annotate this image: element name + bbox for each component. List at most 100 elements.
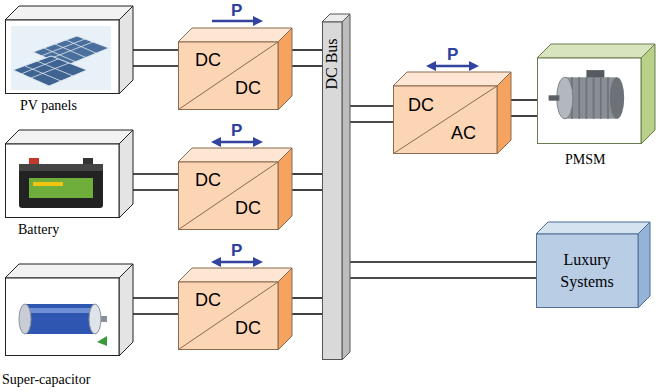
box-shape — [5, 6, 133, 94]
port-type: DC — [235, 78, 261, 98]
box-top-face — [5, 130, 133, 144]
box-front-face — [394, 86, 498, 154]
converter-divider — [179, 162, 279, 230]
box-top-face — [5, 6, 133, 20]
power-wire — [292, 174, 322, 190]
power-label: P — [447, 45, 458, 64]
battery-box: Battery — [5, 130, 133, 218]
text-slot: DC — [195, 50, 221, 71]
arrow-head — [426, 61, 436, 71]
wire-line — [133, 65, 178, 67]
text-slot: DC — [195, 290, 221, 311]
box-front-face — [179, 42, 279, 110]
box-front-face — [6, 144, 120, 218]
dc-ac-inverter: DC AC — [393, 72, 511, 154]
wire-line — [133, 313, 178, 315]
wire-line — [511, 115, 537, 117]
box-top-face — [178, 148, 292, 162]
wire-line — [292, 313, 322, 315]
wire-line — [292, 173, 322, 175]
box-front-face — [179, 162, 279, 230]
power-wire — [133, 174, 178, 190]
text-slot: P — [231, 1, 242, 21]
bus-label: DC Bus — [323, 38, 341, 89]
text-slot: DC — [408, 95, 434, 116]
box-shape — [5, 264, 133, 356]
box-top-face — [5, 264, 133, 278]
power-wire — [133, 50, 178, 66]
box-side-face — [342, 14, 350, 360]
converter-divider — [179, 42, 279, 110]
arrow-head — [211, 257, 221, 267]
power-wire — [133, 298, 178, 314]
arrow-shaft — [435, 65, 470, 68]
box-side-face — [119, 264, 133, 356]
box-top-face — [537, 44, 655, 58]
text-slot: DC — [195, 170, 221, 191]
box-top-face — [393, 72, 511, 86]
box-side-face — [638, 222, 650, 308]
supercapacitor-box: Super-capacitor — [5, 264, 133, 356]
arrow-shaft — [220, 261, 254, 264]
box-top-face — [178, 268, 292, 282]
device-label: PMSM — [565, 152, 605, 167]
box-shape — [537, 44, 655, 144]
box-side-face — [278, 28, 292, 110]
luxury-systems-box: Luxury Systems — [536, 222, 650, 308]
arrow-head — [253, 257, 263, 267]
device-illustration — [19, 304, 107, 346]
port-type: DC — [195, 290, 221, 310]
box-shape — [5, 130, 133, 218]
box-front-face — [6, 278, 120, 356]
text-slot: Super-capacitor — [2, 370, 90, 388]
text-slot: Luxury Systems — [536, 234, 638, 308]
box-label: Luxury Systems — [547, 249, 627, 292]
wire-line — [350, 121, 393, 123]
box-front-face — [323, 22, 343, 360]
box-side-face — [641, 44, 655, 144]
wire-line — [292, 189, 322, 191]
text-slot: PV panels — [20, 96, 77, 114]
arrow-head — [253, 16, 263, 26]
device-label: PV panels — [20, 98, 77, 113]
text-slot: DC — [235, 318, 261, 339]
power-wire — [350, 262, 536, 278]
arrow-head — [211, 137, 221, 147]
box-side-face — [119, 130, 133, 218]
text-slot: P — [231, 121, 242, 141]
port-type: AC — [451, 123, 476, 143]
port-type: DC — [408, 95, 434, 115]
box-side-face — [278, 268, 292, 350]
text-slot: Battery — [18, 220, 59, 238]
text-slot: P — [447, 45, 458, 65]
wire-line — [133, 49, 178, 51]
device-illustration — [19, 158, 103, 208]
arrow-head — [469, 61, 479, 71]
box-front-face — [6, 20, 120, 94]
wire-line — [292, 49, 322, 51]
converter-divider — [394, 86, 498, 154]
device-illustration — [549, 70, 625, 119]
wire-line — [350, 261, 536, 263]
wire-line — [292, 65, 322, 67]
dc-dc-converter: DC DC — [178, 268, 292, 350]
box-front-face — [538, 58, 642, 144]
wire-line — [350, 277, 536, 279]
box-side-face — [278, 148, 292, 230]
power-label: P — [231, 121, 242, 140]
box-side-face — [497, 72, 511, 154]
converter-divider — [179, 282, 279, 350]
text-slot: DC — [235, 78, 261, 99]
box-front-face — [179, 282, 279, 350]
power-wire — [511, 100, 537, 116]
arrow-head — [253, 137, 263, 147]
box-front-face — [537, 234, 639, 308]
port-type: DC — [195, 50, 221, 70]
power-label: P — [231, 241, 242, 260]
wire-line — [511, 99, 537, 101]
dc-bus-bar: DC Bus — [322, 14, 350, 360]
power-label: P — [231, 1, 242, 20]
pv-panel-box: PV panels — [5, 6, 133, 94]
power-wire — [350, 106, 393, 122]
